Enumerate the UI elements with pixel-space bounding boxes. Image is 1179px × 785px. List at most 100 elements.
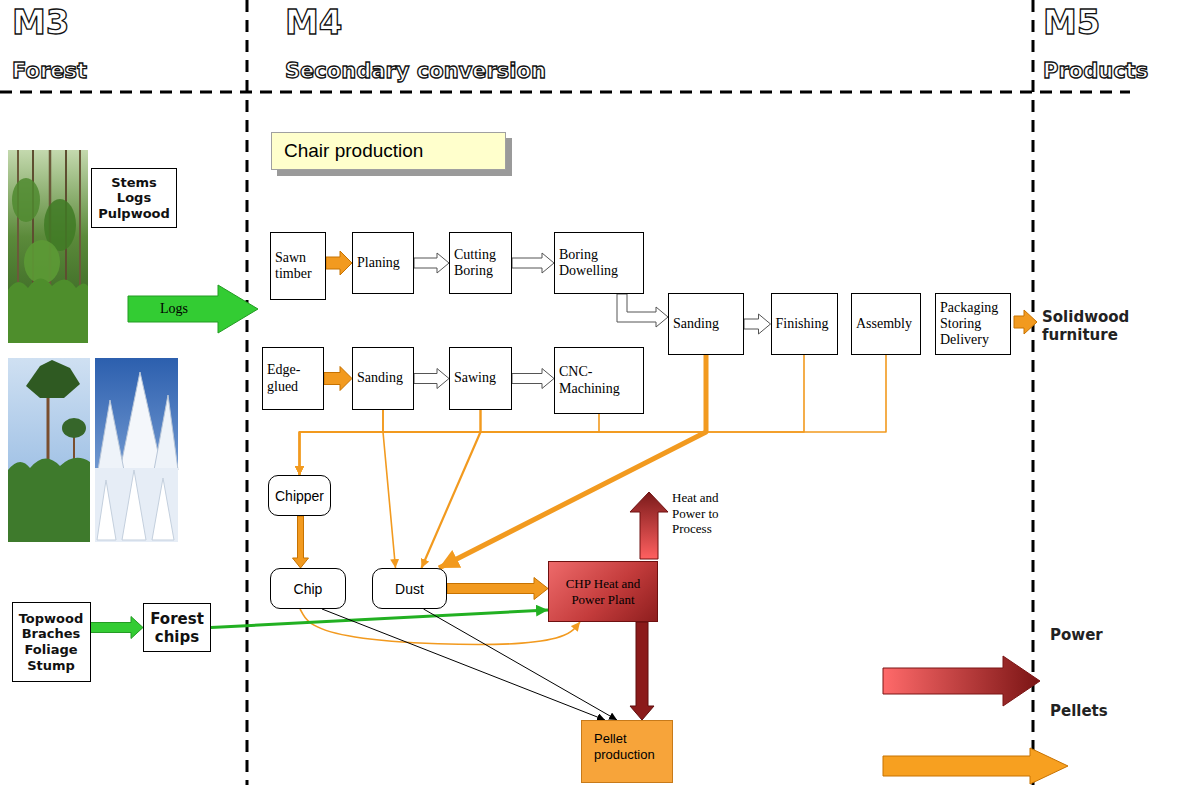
- process-box: Cutting Boring: [449, 232, 512, 294]
- flow-line: [300, 355, 887, 475]
- product-box: Pellet production: [581, 720, 673, 783]
- process-box: Edge- glued: [262, 347, 324, 410]
- snowy-tree: [120, 372, 162, 470]
- node-text: Finishing: [776, 316, 833, 332]
- process-box: Sanding: [668, 293, 744, 355]
- block-arrow: [326, 251, 352, 275]
- logs-arrow: [128, 285, 258, 333]
- node-text: Chair production: [284, 140, 501, 162]
- arrow-label: Heat and Power to Process: [672, 490, 734, 537]
- block-arrow: [324, 367, 352, 391]
- process-box: Sawing: [449, 347, 512, 410]
- block-arrow: [512, 369, 554, 389]
- node-text: Chipper: [273, 488, 326, 504]
- foliage: [24, 240, 60, 284]
- process-box: Sawn timber: [270, 232, 326, 300]
- process-box: Finishing: [771, 293, 838, 355]
- block-arrow: [617, 294, 668, 327]
- node-text: Pellet production: [594, 731, 668, 762]
- node-text: CHP Heat and Power Plant: [553, 576, 653, 607]
- snow-forest-photo: [95, 358, 178, 542]
- node-text: Planing: [357, 255, 409, 271]
- block-arrow: [512, 253, 554, 273]
- process-box: Sanding: [352, 347, 414, 410]
- node-text: Chip: [275, 581, 341, 597]
- pine-crown: [26, 360, 80, 398]
- arrow-label: Logs: [133, 300, 215, 318]
- snowy-tree: [122, 470, 146, 540]
- flow-line: [439, 355, 706, 568]
- node-text: Sanding: [673, 316, 739, 332]
- snow-ground: [95, 468, 178, 542]
- flow-line: [422, 410, 481, 568]
- flow-line: [300, 410, 481, 475]
- plant-box: CHP Heat and Power Plant: [548, 561, 658, 622]
- pine-crown: [62, 418, 86, 438]
- module-number: M4: [285, 2, 343, 42]
- module-title: Secondary conversion: [285, 58, 546, 84]
- snowy-tree: [152, 478, 174, 540]
- source-box: Stems Logs Pulpwood: [91, 168, 177, 228]
- material-box: Chipper: [268, 475, 331, 516]
- block-arrow: [91, 617, 144, 639]
- node-text: Forest chips: [148, 610, 206, 646]
- undergrowth: [8, 458, 90, 542]
- module-title: Forest: [12, 58, 87, 84]
- block-arrow: [293, 516, 309, 568]
- block-arrow: [414, 369, 449, 389]
- node-text: Dust: [377, 581, 442, 597]
- heat-arrow: [630, 492, 668, 559]
- material-box: Dust: [372, 568, 447, 609]
- process-box: Planing: [352, 232, 414, 294]
- forest-photo: [8, 150, 88, 343]
- block-arrow: [414, 253, 449, 273]
- node-text: Boring Dowelling: [559, 247, 639, 279]
- flow-line: [383, 410, 396, 568]
- node-text: Topwood Braches Foliage Stump: [17, 611, 86, 673]
- snowy-tree: [97, 480, 116, 540]
- flow-line: [300, 355, 707, 475]
- node-text: Stems Logs Pulpwood: [96, 175, 172, 222]
- node-text: Edge- glued: [267, 362, 319, 394]
- section-divider: [1032, 0, 1035, 785]
- node-text: Assembly: [856, 316, 916, 332]
- flow-line: [424, 609, 618, 720]
- flow-line: [300, 410, 384, 475]
- process-box: Assembly: [851, 293, 921, 355]
- foliage: [12, 178, 40, 222]
- flow-line: [322, 609, 605, 720]
- pine-photo: [8, 358, 90, 542]
- product-label: Pellets: [1050, 702, 1108, 720]
- photo-ground: [8, 150, 88, 343]
- product-arrow: [1014, 310, 1037, 334]
- module-number: M3: [12, 2, 70, 42]
- process-box: Boring Dowelling: [554, 232, 644, 294]
- node-text: Packaging Storing Delivery: [940, 300, 1006, 348]
- block-arrow: [744, 314, 771, 334]
- flow-line: [300, 355, 805, 475]
- undergrowth: [8, 278, 88, 343]
- power-arrow: [883, 656, 1040, 706]
- snowy-tree: [98, 400, 124, 470]
- connector-group: [91, 251, 887, 720]
- snowy-tree: [154, 395, 178, 470]
- flow-line: [211, 610, 548, 628]
- section-divider: [246, 0, 249, 785]
- node-text: Sanding: [357, 370, 409, 386]
- process-box: Packaging Storing Delivery: [935, 293, 1011, 355]
- node-text: Cutting Boring: [454, 247, 507, 279]
- product-label: Power: [1050, 626, 1103, 644]
- node-text: Sawn timber: [275, 250, 321, 282]
- header-divider: [0, 91, 1130, 94]
- photo-sky: [8, 358, 90, 542]
- block-arrow: [630, 622, 654, 720]
- product-label: Solidwood furniture: [1042, 308, 1162, 344]
- node-text: Sawing: [454, 370, 507, 386]
- section-tag: Chair production: [271, 132, 506, 170]
- flow-line: [300, 414, 600, 475]
